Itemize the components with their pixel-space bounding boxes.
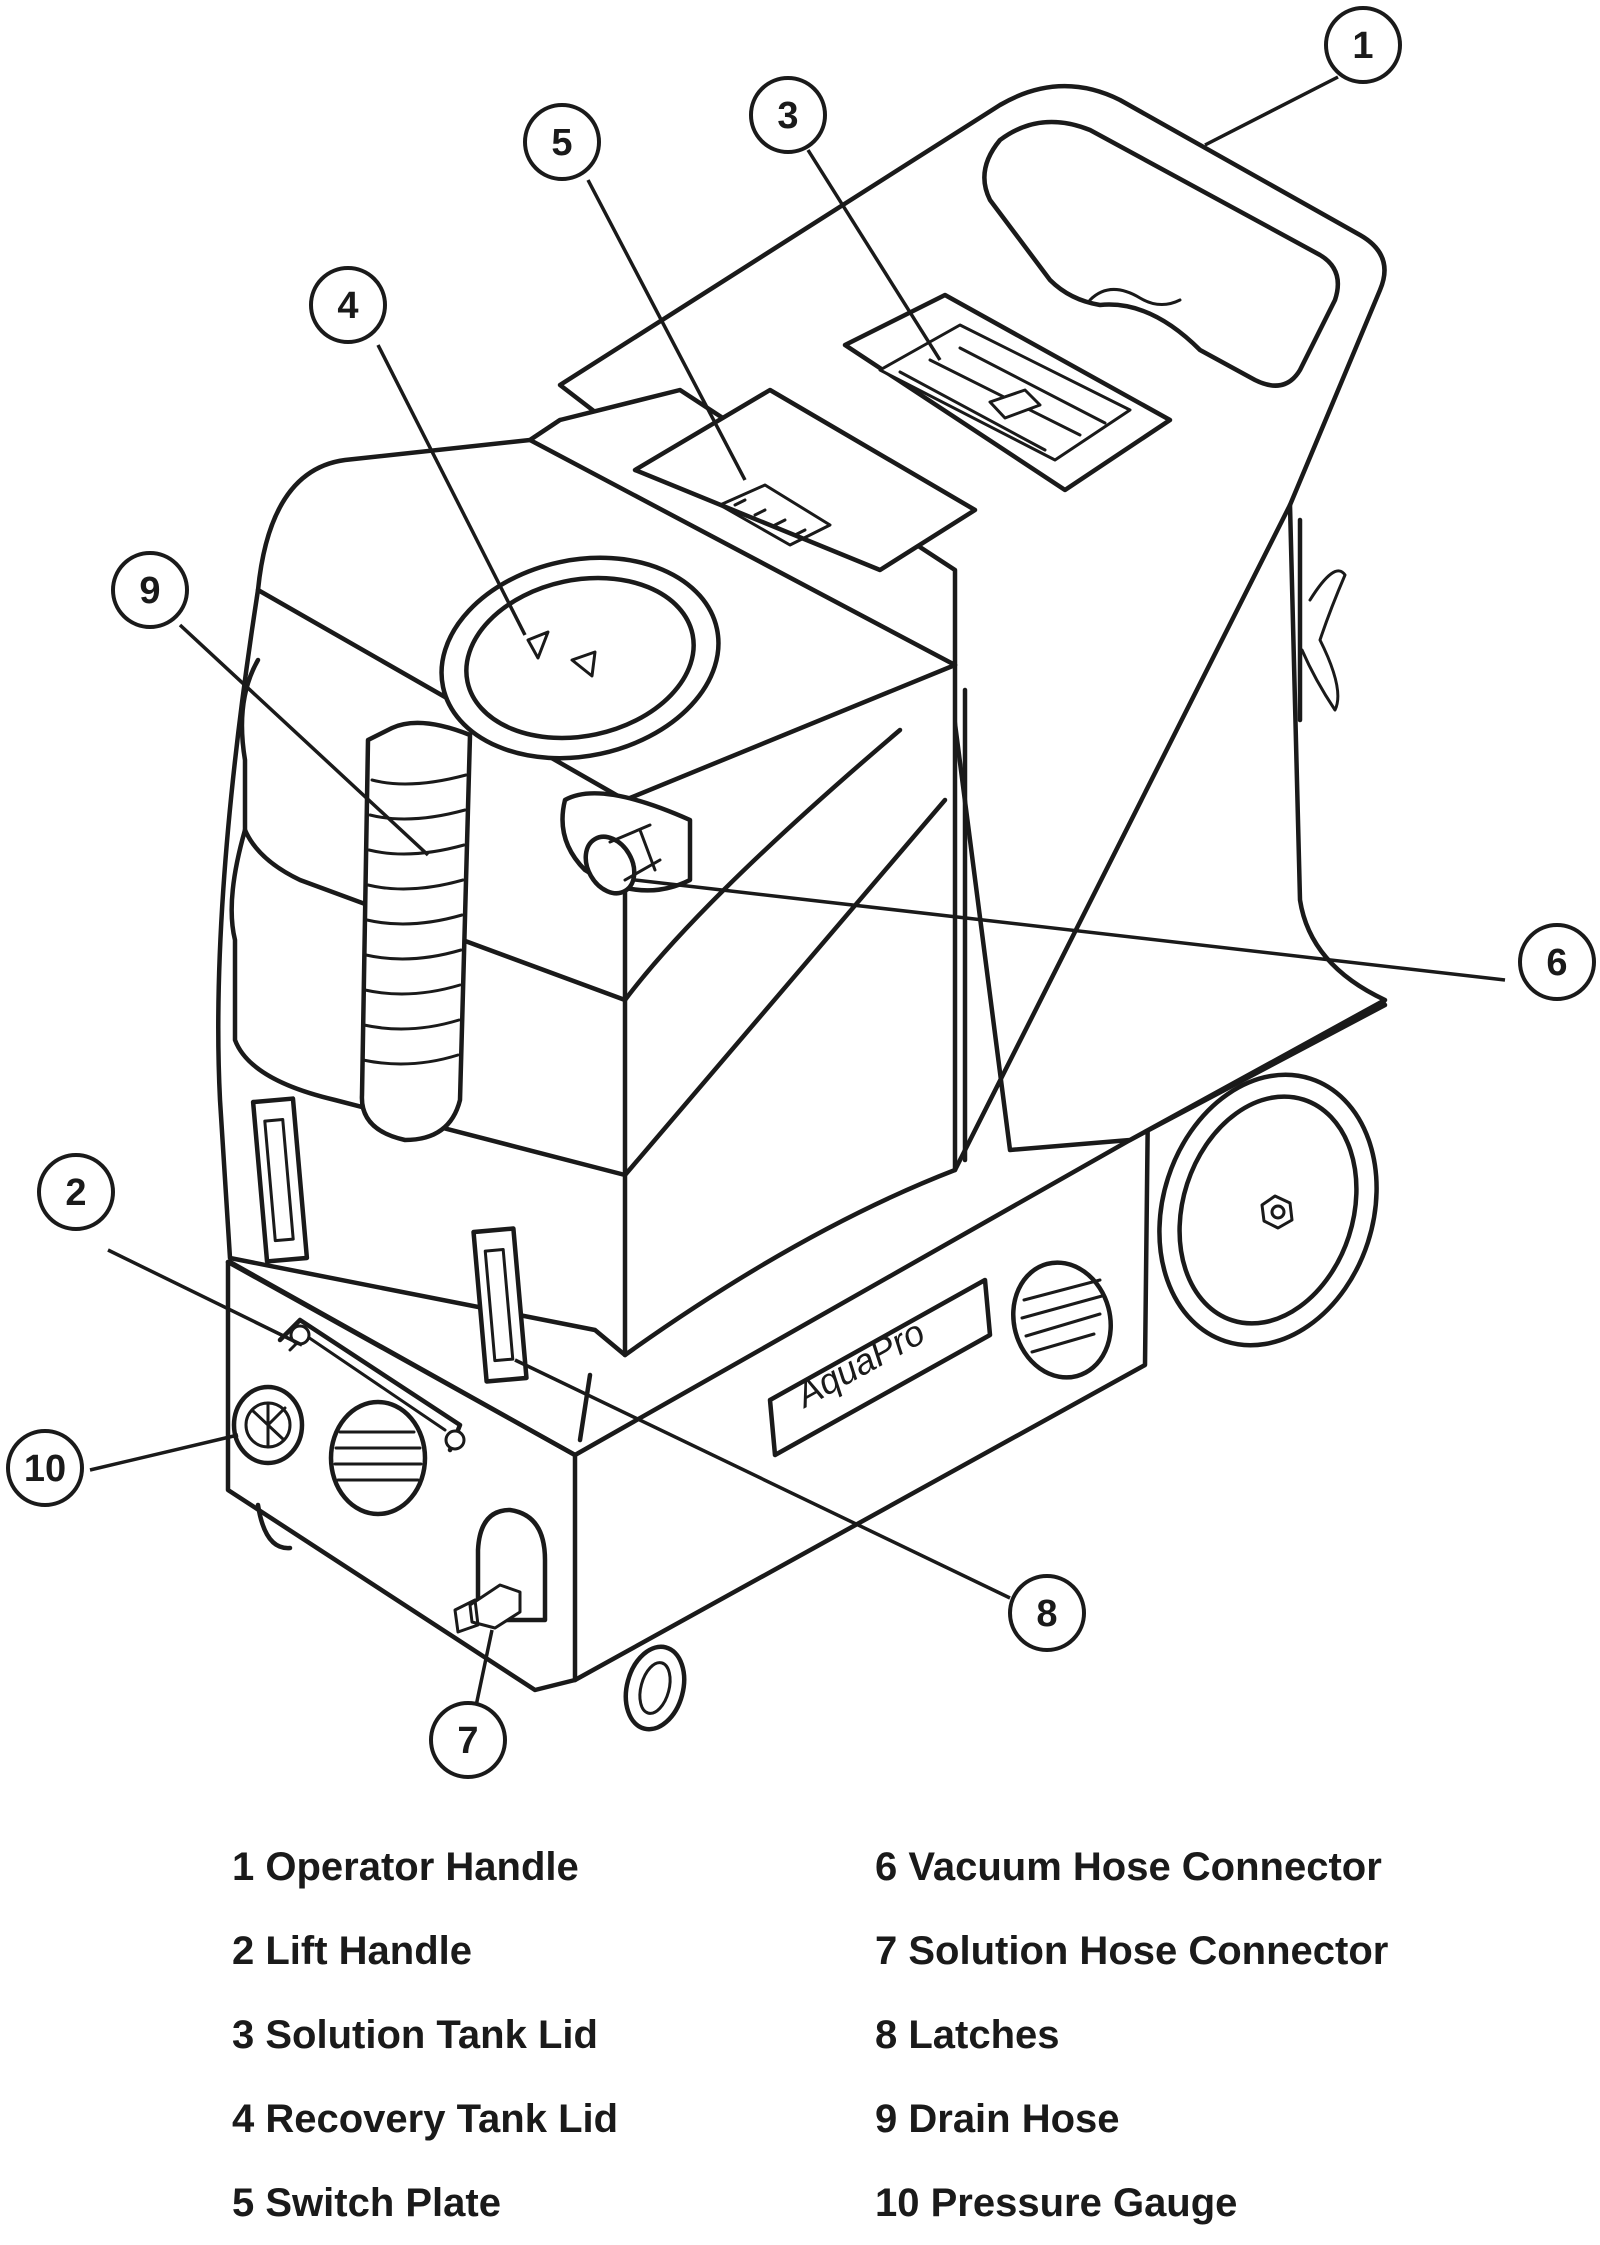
callout-number: 1 bbox=[1352, 25, 1373, 67]
legend-item: 4 Recovery Tank Lid bbox=[232, 2097, 619, 2141]
callout-10: 10 bbox=[6, 1429, 84, 1507]
legend-item: 7 Solution Hose Connector bbox=[875, 1929, 1389, 1973]
legend-item: 9 Drain Hose bbox=[875, 2097, 1120, 2141]
callout-number: 5 bbox=[551, 122, 572, 164]
legend-item: 2 Lift Handle bbox=[232, 1929, 473, 1973]
callout-4: 4 bbox=[309, 266, 387, 344]
callout-number: 9 bbox=[139, 570, 160, 612]
callout-7: 7 bbox=[429, 1701, 507, 1779]
legend-item: 1 Operator Handle bbox=[232, 1845, 579, 1889]
latches-drawing bbox=[250, 1096, 529, 1384]
callout-number: 6 bbox=[1546, 942, 1567, 984]
callout-3: 3 bbox=[749, 76, 827, 154]
callout-2: 2 bbox=[37, 1153, 115, 1231]
legend-column-left: 1 Operator Handle 2 Lift Handle 3 Soluti… bbox=[232, 1825, 618, 2245]
solution-tank-lid-drawing bbox=[842, 292, 1173, 493]
parts-legend: 1 Operator Handle 2 Lift Handle 3 Soluti… bbox=[0, 1825, 1600, 2225]
leader-lines bbox=[89, 75, 1506, 1726]
legend-item: 5 Switch Plate bbox=[232, 2181, 501, 2225]
rear-housing bbox=[557, 84, 1388, 1173]
rear-wheel bbox=[1157, 1072, 1379, 1348]
callout-6: 6 bbox=[1518, 923, 1596, 1001]
callout-number: 3 bbox=[777, 95, 798, 137]
legend-item: 6 Vacuum Hose Connector bbox=[875, 1845, 1382, 1889]
pressure-gauge-drawing bbox=[231, 1384, 305, 1466]
recovery-tank bbox=[216, 387, 978, 1358]
legend-item: 8 Latches bbox=[875, 2013, 1060, 2057]
callout-number: 4 bbox=[337, 285, 358, 327]
solution-connector-drawing bbox=[453, 1507, 548, 1634]
carpet-extractor-diagram: AquaPro bbox=[6, 6, 1596, 1779]
drain-hose bbox=[359, 720, 473, 1143]
callout-5: 5 bbox=[523, 103, 601, 181]
callout-number: 10 bbox=[24, 1448, 66, 1490]
callout-9: 9 bbox=[111, 551, 189, 629]
callout-number: 8 bbox=[1036, 1593, 1057, 1635]
legend-column-right: 6 Vacuum Hose Connector 7 Solution Hose … bbox=[875, 1825, 1388, 2245]
callout-8: 8 bbox=[1008, 1574, 1086, 1652]
legend-item: 3 Solution Tank Lid bbox=[232, 2013, 598, 2057]
callout-number: 2 bbox=[65, 1172, 86, 1214]
callout-number: 7 bbox=[457, 1720, 478, 1762]
callout-1: 1 bbox=[1324, 6, 1402, 84]
legend-item: 10 Pressure Gauge bbox=[875, 2181, 1238, 2225]
